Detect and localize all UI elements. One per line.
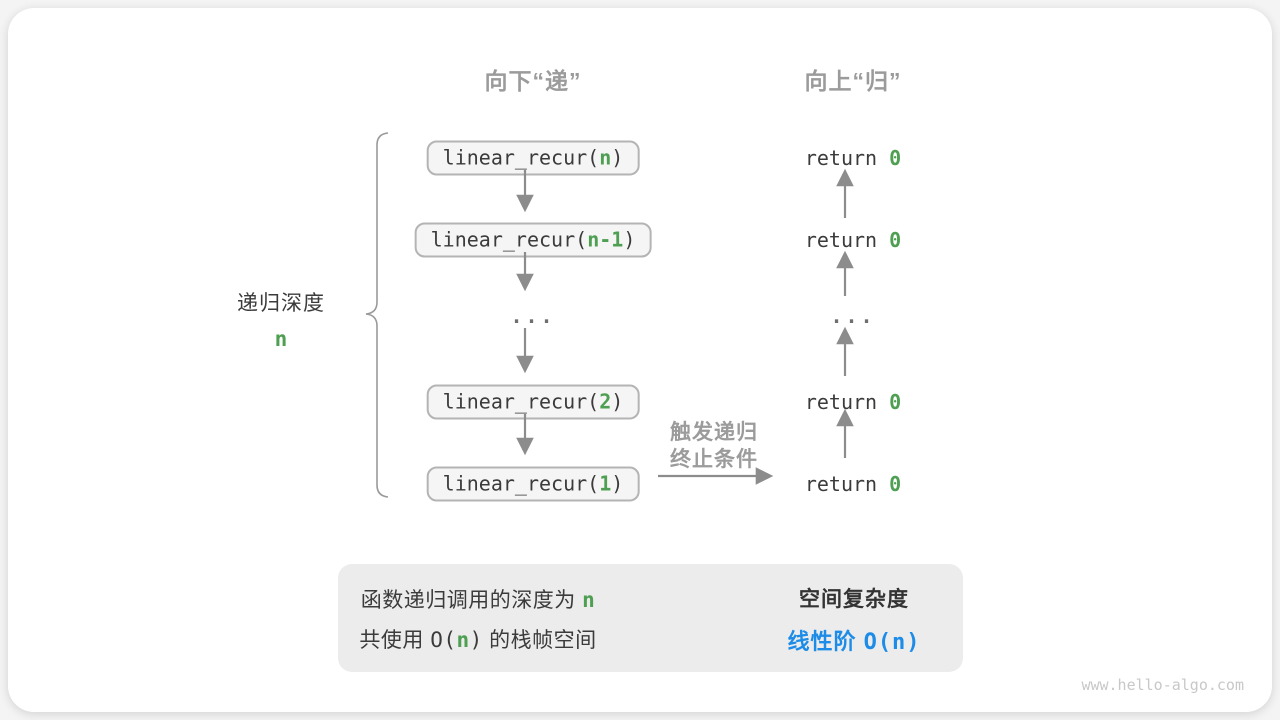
call-box-n: linear_recur(n) [426, 140, 640, 176]
summary-code: O( [430, 628, 457, 652]
return-row: return 0 [805, 390, 901, 414]
return-text: return [804, 390, 890, 414]
code-text: ) [611, 389, 624, 414]
summary-text: 的栈帧空间 [482, 629, 597, 652]
code-text: ) [611, 471, 624, 496]
returns-ellipsis: ... [830, 304, 876, 328]
call-box-2: linear_recur(2) [426, 384, 640, 420]
base-case-label-line2: 终止条件 [670, 448, 758, 471]
return-value: 0 [889, 472, 902, 496]
depth-value: n [274, 327, 288, 351]
summary-code: ) [469, 628, 483, 652]
code-text: linear_recur( [442, 471, 600, 496]
summary-right-value: 线性阶 O(n) [787, 624, 920, 656]
code-arg: n [599, 145, 612, 170]
return-value: 0 [889, 390, 902, 414]
return-row: return 0 [805, 472, 901, 496]
return-row: return 0 [805, 146, 901, 170]
summary-right-title: 空间复杂度 [799, 588, 909, 611]
return-row: return 0 [805, 228, 901, 252]
call-box-1: linear_recur(1) [426, 466, 640, 502]
summary-value-code: O(n) [863, 630, 921, 655]
summary-box [338, 564, 963, 672]
depth-brace-icon [365, 132, 389, 498]
return-text: return [804, 146, 890, 170]
summary-left-line1: 函数递归调用的深度为 n [361, 584, 596, 614]
summary-text: 函数递归调用的深度为 [360, 589, 583, 612]
code-arg: 2 [599, 389, 612, 414]
return-value: 0 [889, 146, 902, 170]
header-descend: 向下“递” [484, 68, 582, 94]
code-text: ) [623, 227, 636, 252]
summary-value-text: 线性阶 [787, 629, 864, 654]
code-text: linear_recur( [442, 389, 600, 414]
code-text: linear_recur( [442, 145, 600, 170]
site-watermark: www.hello-algo.com [1081, 676, 1244, 694]
stack-ellipsis: ... [510, 304, 556, 328]
base-case-label-line1: 触发递归 [670, 421, 758, 444]
return-value: 0 [889, 228, 902, 252]
summary-text: 共使用 [359, 629, 431, 652]
depth-label: 递归深度 [237, 292, 325, 315]
diagram-card: 向下“递” 向上“归” 递归深度 n linear_recur(n) linea… [8, 8, 1272, 712]
code-text: linear_recur( [430, 227, 588, 252]
summary-highlight: n [456, 628, 470, 652]
call-box-n-1: linear_recur(n-1) [414, 222, 652, 258]
code-text: ) [611, 145, 624, 170]
code-arg: 1 [599, 471, 612, 496]
return-text: return [804, 228, 890, 252]
summary-highlight: n [582, 588, 596, 612]
header-ascend: 向上“归” [804, 68, 902, 94]
return-text: return [804, 472, 890, 496]
code-arg: n-1 [587, 227, 624, 252]
summary-left-line2: 共使用 O(n) 的栈帧空间 [359, 624, 596, 654]
